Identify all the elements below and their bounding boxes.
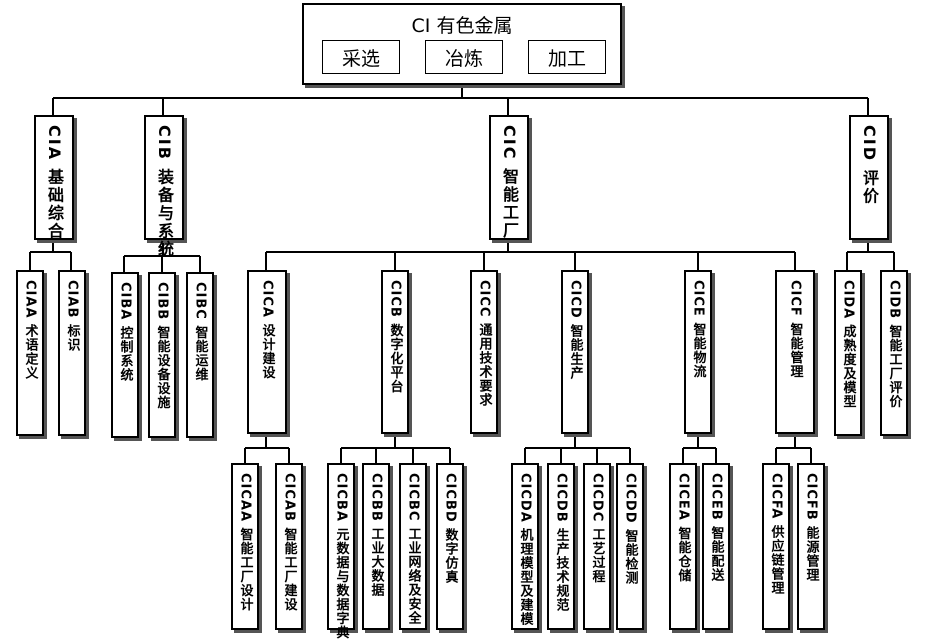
node-cica: CICA 设计建设 — [247, 270, 287, 434]
node-cicdd-label: CICDD 智能检测 — [622, 473, 638, 586]
root-title: CI 有色金属 — [411, 15, 513, 37]
node-cicbb: CICBB 工业大数据 — [362, 463, 390, 630]
node-ciab-label: CIAB 标识 — [64, 280, 80, 352]
node-cicea-label: CICEA 智能仓储 — [675, 473, 691, 583]
node-cicbc-label: CICBC 工业网络及安全 — [405, 473, 421, 625]
node-cicba-label: CICBA 元数据与数据字典 — [333, 473, 349, 640]
node-cice-label: CICE 智能物流 — [690, 280, 706, 379]
node-cicbd: CICBD 数字仿真 — [436, 463, 464, 630]
root-node: CI 有色金属 采选 冶炼 加工 — [302, 3, 622, 85]
node-cicb-label: CICB 数字化平台 — [387, 280, 403, 394]
node-cid: CID 评价 — [849, 115, 889, 240]
node-cibc: CIBC 智能运维 — [186, 272, 214, 438]
node-cicfb: CICFB 能源管理 — [797, 463, 825, 630]
node-cicc: CICC 通用技术要求 — [470, 270, 498, 434]
node-ciab: CIAB 标识 — [58, 270, 86, 436]
node-ciba-label: CIBA 控制系统 — [117, 282, 133, 382]
node-cicaa: CICAA 智能工厂设计 — [231, 463, 259, 630]
node-cidb-label: CIDB 智能工厂评价 — [886, 280, 902, 409]
node-cicda-label: CICDA 机理模型及建模 — [517, 473, 533, 627]
node-cid-label: CID 评价 — [860, 125, 879, 206]
node-ciceb: CICEB 智能配送 — [702, 463, 730, 630]
node-cice: CICE 智能物流 — [684, 270, 712, 434]
node-cicb: CICB 数字化平台 — [381, 270, 409, 434]
node-cicd-label: CICD 智能生产 — [567, 280, 583, 381]
node-cida: CIDA 成熟度及模型 — [834, 270, 862, 436]
node-cicbb-label: CICBB 工业大数据 — [368, 473, 384, 598]
node-cicab-label: CICAB 智能工厂建设 — [281, 473, 297, 612]
node-cicdb-label: CICDB 生产技术规范 — [553, 473, 569, 613]
node-ciceb-label: CICEB 智能配送 — [708, 473, 724, 583]
node-cicbc: CICBC 工业网络及安全 — [399, 463, 427, 630]
process-mining-box: 采选 — [322, 40, 400, 74]
node-cidb: CIDB 智能工厂评价 — [880, 270, 908, 436]
node-cicba: CICBA 元数据与数据字典 — [327, 463, 355, 640]
node-cicdc: CICDC 工艺过程 — [583, 463, 611, 630]
node-ciaa-label: CIAA 术语定义 — [22, 280, 38, 381]
node-cic-label: CIC 智能工厂 — [500, 125, 519, 241]
node-cicda: CICDA 机理模型及建模 — [511, 463, 539, 630]
node-cicfa-label: CICFA 供应链管理 — [768, 473, 784, 595]
node-cica-label: CICA 设计建设 — [259, 280, 275, 380]
node-cib: CIB 装备与系统 — [144, 115, 184, 259]
process-processing-box: 加工 — [528, 40, 606, 74]
node-cic: CIC 智能工厂 — [489, 115, 529, 240]
node-cibb-label: CIBB 智能设备设施 — [154, 282, 170, 410]
node-cicdd: CICDD 智能检测 — [616, 463, 644, 630]
node-cicf: CICF 智能管理 — [775, 270, 815, 434]
node-cicdc-label: CICDC 工艺过程 — [589, 473, 605, 584]
node-cicdb: CICDB 生产技术规范 — [547, 463, 575, 630]
node-cia: CIA 基础综合 — [34, 115, 74, 241]
node-cicd: CICD 智能生产 — [561, 270, 589, 434]
node-cicbd-label: CICBD 数字仿真 — [442, 473, 458, 585]
node-cibb: CIBB 智能设备设施 — [148, 272, 176, 438]
node-cicaa-label: CICAA 智能工厂设计 — [237, 473, 253, 612]
node-cicc-label: CICC 通用技术要求 — [476, 280, 492, 407]
node-ciaa: CIAA 术语定义 — [16, 270, 44, 436]
node-cida-label: CIDA 成熟度及模型 — [840, 280, 856, 409]
node-cia-label: CIA 基础综合 — [45, 125, 64, 241]
node-cicf-label: CICF 智能管理 — [787, 280, 803, 379]
node-cicab: CICAB 智能工厂建设 — [275, 463, 303, 630]
process-smelting-box: 冶炼 — [425, 40, 503, 74]
node-cibc-label: CIBC 智能运维 — [192, 282, 208, 382]
node-cicfb-label: CICFB 能源管理 — [803, 473, 819, 583]
node-cicfa: CICFA 供应链管理 — [762, 463, 790, 630]
node-ciba: CIBA 控制系统 — [111, 272, 139, 438]
node-cicea: CICEA 智能仓储 — [669, 463, 697, 630]
node-cib-label: CIB 装备与系统 — [155, 125, 174, 259]
